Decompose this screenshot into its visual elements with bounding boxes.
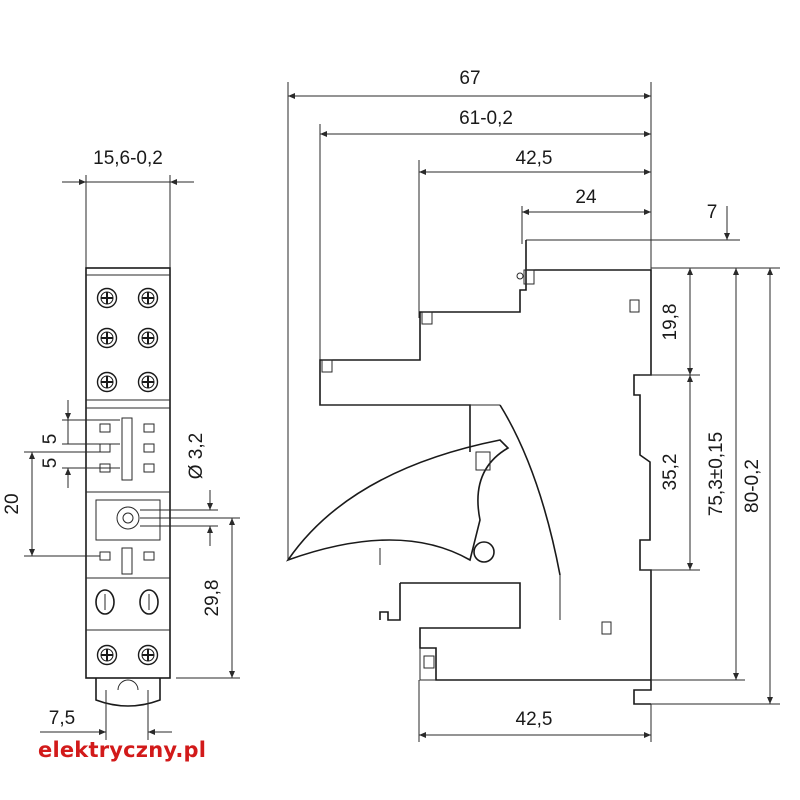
length-4-label: 24 [575, 187, 597, 208]
terminal-screw-icon [137, 287, 159, 309]
terminal-screw-icon [96, 287, 118, 309]
front-view: 15,6-0,2 [2, 148, 240, 740]
length-2-label: 61-0,2 [459, 108, 513, 129]
terminal-screw-icon [96, 644, 118, 666]
terminal-screw-icon [96, 371, 118, 393]
bottom-label: 7,5 [49, 708, 75, 729]
pitch-label-2: 5 [40, 458, 61, 469]
hole-label: Ø 3,2 [186, 433, 207, 479]
span-label: 20 [2, 493, 23, 514]
overall-length-label: 67 [459, 68, 480, 89]
front-width-label: 15,6-0,2 [93, 148, 163, 169]
terminal-screw-icon [137, 644, 159, 666]
tolerance-height-label: 75,3±0,15 [706, 432, 727, 516]
overall-height-label: 80-0,2 [742, 459, 763, 513]
terminal-screw-icon [137, 327, 159, 349]
terminal-screw-icon [137, 371, 159, 393]
brand-logo-text: elektryczny.pl [38, 738, 207, 762]
base-length-label: 42,5 [516, 709, 553, 730]
mount-label: 29,8 [202, 580, 223, 617]
side-view: 67 61-0,2 42,5 24 7 [285, 68, 780, 742]
mounting-hole-icon [116, 506, 140, 530]
terminal-screw-icon [96, 327, 118, 349]
rail-height-label: 35,2 [660, 454, 681, 491]
pitch-label-1: 5 [40, 434, 61, 445]
length-3-label: 42,5 [516, 148, 553, 169]
top-offset-label: 7 [707, 202, 718, 223]
step-height-label: 19,8 [660, 304, 681, 341]
